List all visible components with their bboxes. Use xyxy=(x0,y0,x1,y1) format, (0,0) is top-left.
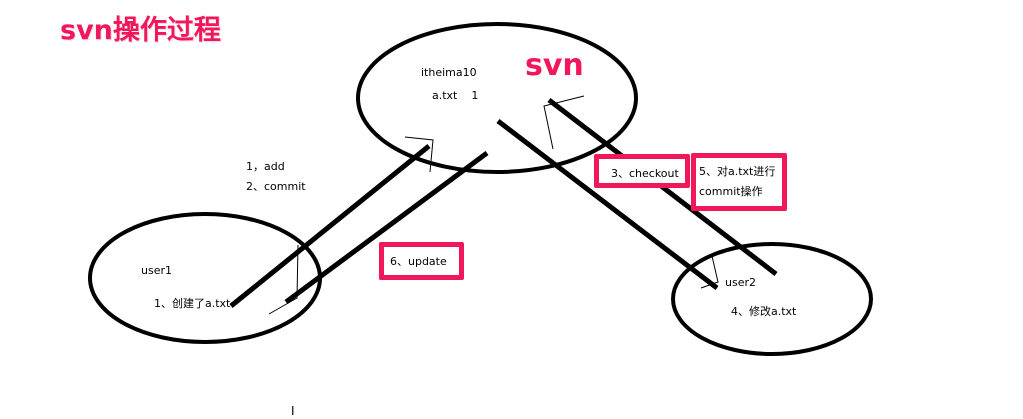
arrow-checkout xyxy=(496,119,719,290)
server-file-label: a.txt 1 xyxy=(432,89,479,102)
step-add-label: 1，add xyxy=(246,160,285,173)
arrow-add-commit-head xyxy=(404,136,434,173)
arrow-update-head xyxy=(268,244,299,315)
arrow-add-commit xyxy=(229,144,431,308)
update-label: 6、update xyxy=(390,255,447,268)
checkout-label: 3、checkout xyxy=(611,167,679,180)
commit-operation-line1: 5、对a.txt进行 xyxy=(699,165,776,178)
user2-name-label: user2 xyxy=(725,276,756,289)
user1-step-label: 1、创建了a.txt xyxy=(154,297,231,310)
arrow-checkout-head xyxy=(700,255,719,289)
svn-server-ellipse xyxy=(356,22,638,174)
text-cursor-icon: I xyxy=(291,404,295,418)
commit-operation-line2: commit操作 xyxy=(699,185,763,198)
user1-ellipse xyxy=(88,212,322,344)
page-title: svn操作过程 xyxy=(60,15,221,46)
user2-step-label: 4、修改a.txt xyxy=(731,305,797,318)
server-name-label: itheima10 xyxy=(421,66,477,79)
arrow-update xyxy=(284,150,489,305)
svn-label: svn xyxy=(525,48,584,83)
checkout-box: 3、checkout xyxy=(594,154,690,188)
user2-ellipse xyxy=(671,242,873,356)
arrow-commit-user2-head xyxy=(543,95,585,150)
commit-operation-box: 5、对a.txt进行 commit操作 xyxy=(691,153,787,211)
step-commit-label: 2、commit xyxy=(246,180,306,193)
update-box: 6、update xyxy=(379,242,464,280)
user1-name-label: user1 xyxy=(141,264,172,277)
